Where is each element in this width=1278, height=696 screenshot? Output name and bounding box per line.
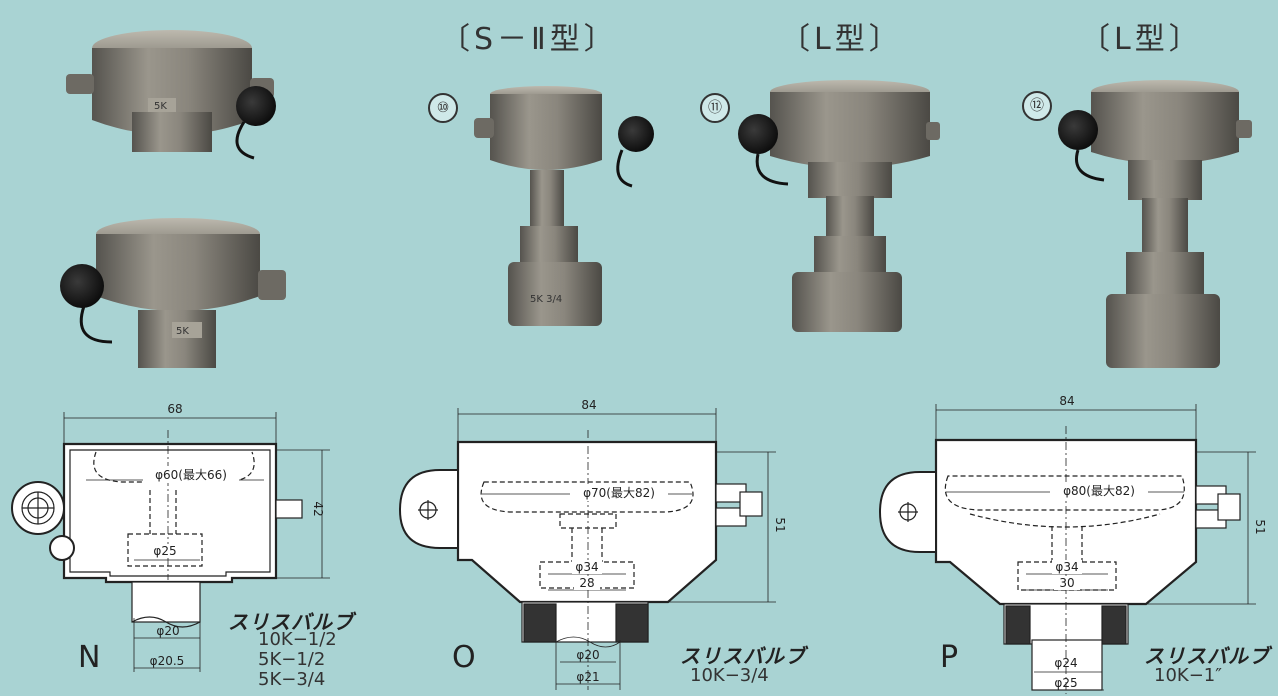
dim-p-stem-width: 30 [1054, 576, 1080, 590]
valve-title-n: スリスバルブ [228, 610, 354, 634]
dim-n-width: 68 [167, 402, 183, 416]
dim-p-stem-diameter: φ34 [1052, 560, 1082, 574]
dim-o-inner-diameter: φ70(最大82) [570, 484, 668, 501]
drawing-label-o: O [452, 640, 476, 675]
valve-size-n-2: 5K−1/2 [258, 649, 326, 670]
valve-size-n-1: 10K−1/2 [258, 629, 337, 650]
dim-o-pipe-a: φ20 [576, 648, 600, 662]
dim-o-stem-diameter: φ34 [572, 560, 602, 574]
valve-size-o-1: 10K−3/4 [690, 665, 769, 686]
dim-n-height: 42 [311, 501, 325, 517]
dim-n-stem-diameter: φ25 [150, 544, 180, 558]
photo-number-12: ⑫ [1022, 91, 1052, 121]
dim-o-stem-width: 28 [574, 576, 600, 590]
drawing-label-n: N [78, 640, 101, 675]
dim-p-pipe-a: φ24 [1054, 656, 1078, 670]
dim-o-width: 84 [581, 398, 597, 412]
valve-photo-12 [1058, 80, 1252, 368]
drawing-o-outline [398, 440, 763, 643]
valve-title-o: スリスバルブ [680, 644, 806, 668]
type-label-l-second: 〔L型〕 [1080, 22, 1203, 57]
photo-number-10: ⑩ [428, 93, 458, 123]
dim-p-height: 51 [1253, 519, 1267, 535]
dim-p-width: 84 [1059, 394, 1075, 408]
dim-n-pipe-b: φ20.5 [149, 654, 185, 668]
photo-label-bottom: 5K [176, 326, 189, 337]
type-label-l-first: 〔L型〕 [780, 22, 903, 57]
valve10-marking: 5K 3/4 [530, 294, 562, 305]
valve-photo-10 [474, 86, 654, 326]
dim-n-inner-diameter: φ60(最大66) [143, 466, 239, 483]
photo-number-11: ⑪ [700, 93, 730, 123]
type-label-s2: 〔S－Ⅱ型〕 [440, 22, 618, 57]
product-photos: 5K 5K 5K 3/4 [60, 30, 1252, 368]
valve-size-p-1: 10K−1″ [1154, 665, 1222, 686]
dim-n-pipe-a: φ20 [156, 624, 180, 638]
valve-title-p: スリスバルブ [1144, 644, 1270, 668]
meter-box-photo-top [66, 30, 276, 160]
dim-p-pipe-b: φ25 [1054, 676, 1078, 690]
meter-box-photo-bottom [60, 218, 286, 368]
valve-size-n-3: 5K−3/4 [258, 669, 326, 690]
photo-label-top: 5K [154, 101, 167, 112]
drawing-label-p: P [940, 640, 959, 675]
dim-o-height: 51 [773, 517, 787, 533]
valve-photo-11 [738, 80, 940, 332]
dim-p-inner-diameter: φ80(最大82) [1050, 482, 1148, 499]
dim-o-pipe-b: φ21 [576, 670, 600, 684]
